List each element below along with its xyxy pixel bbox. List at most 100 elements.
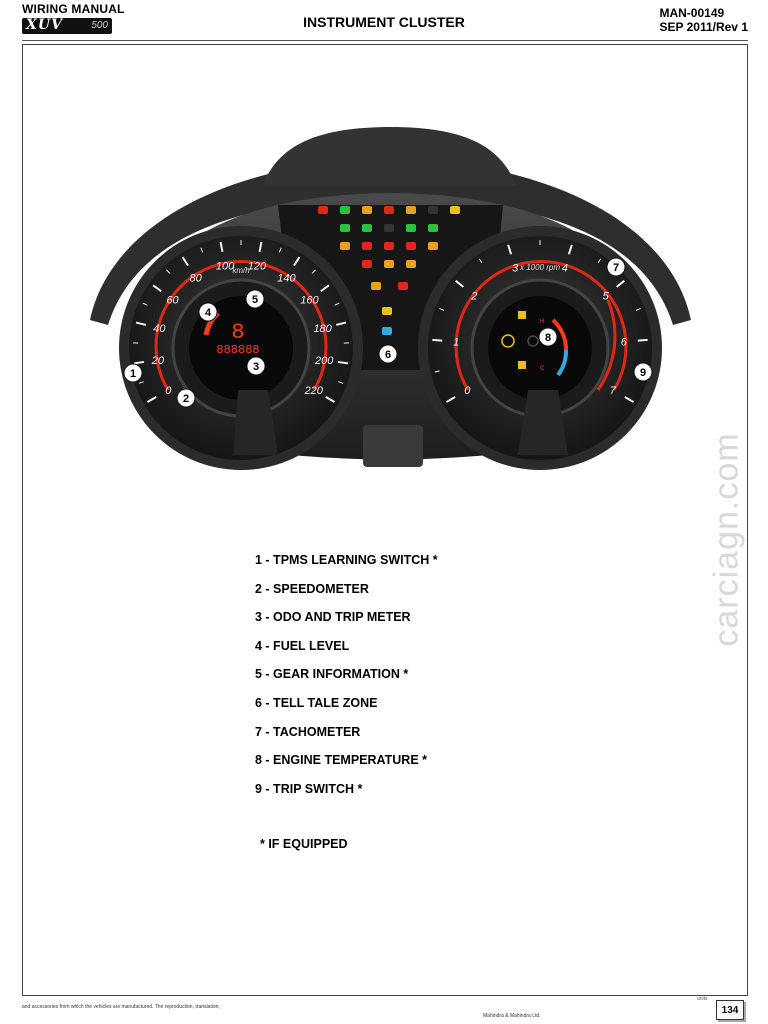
- filter-lamp-icon: [450, 206, 460, 214]
- callout-circle: [123, 363, 143, 383]
- tacho-label: 7: [610, 385, 617, 397]
- tacho-unit: x 1000 rpm: [519, 263, 560, 272]
- esp-lamp-icon: [406, 260, 416, 268]
- speedo-label: 220: [304, 385, 324, 397]
- speedometer-ticks: [133, 240, 349, 403]
- callout-number: 8: [545, 332, 551, 344]
- tacho-label: 1: [453, 337, 459, 349]
- speedo-tick: [181, 256, 189, 267]
- watermark-text: carciagn.com: [707, 432, 746, 647]
- seatbelt-lamp-icon: [318, 206, 328, 214]
- speedo-tick: [325, 396, 336, 403]
- page-title: INSTRUMENT CLUSTER: [303, 14, 465, 30]
- glow-plug-icon: [340, 242, 350, 250]
- speedo-tick: [278, 247, 282, 253]
- immobilizer-icon: [398, 282, 408, 290]
- fog-lamp-icon: [406, 206, 416, 214]
- speedo-label: 160: [300, 294, 319, 306]
- legend-item: 5 - GEAR INFORMATION *: [255, 667, 409, 682]
- component-legend: 1 - TPMS LEARNING SWITCH * 2 - SPEEDOMET…: [255, 552, 438, 809]
- footer-copyright: and accessories from which the vehicles …: [22, 1004, 220, 1010]
- blank-lamp-icon: [384, 224, 394, 232]
- legend-item: 3 - ODO AND TRIP METER: [255, 610, 411, 625]
- speedo-tick: [138, 381, 144, 384]
- odo-display: 888888: [216, 343, 259, 357]
- tacho-label: 0: [464, 385, 471, 397]
- speedo-tick: [336, 321, 347, 326]
- speedo-tick: [334, 302, 340, 306]
- callout-circle: [245, 289, 265, 309]
- legend-item: 2 - SPEEDOMETER: [255, 581, 369, 596]
- fuel-bar: [203, 311, 220, 336]
- tell-tale-icons: [318, 206, 460, 335]
- callout-circle: [538, 327, 558, 347]
- tacho-label: 6: [621, 337, 628, 349]
- legend-item: 1 - TPMS LEARNING SWITCH *: [255, 553, 438, 567]
- blank-lamp-icon: [428, 206, 438, 214]
- legend-item: 7 - TACHOMETER: [255, 724, 361, 739]
- callout-circle: [633, 362, 653, 382]
- position-lamp-icon: [340, 206, 350, 214]
- header-divider: [22, 40, 748, 41]
- speedo-label: 40: [153, 323, 166, 335]
- temp-h-label: H: [540, 319, 544, 325]
- hood-shape: [90, 157, 691, 325]
- speedo-tick: [311, 269, 316, 274]
- callout-number: 7: [613, 262, 619, 274]
- seatbelt-warning-icon: [518, 311, 526, 319]
- legend-item: 9 - TRIP SWITCH *: [255, 781, 363, 796]
- charge-lamp-icon: [362, 260, 372, 268]
- speedo-tick: [135, 321, 146, 326]
- callout-number: 6: [385, 349, 391, 361]
- legend-item: 4 - FUEL LEVEL: [255, 638, 350, 653]
- speedo-label: 200: [314, 355, 334, 367]
- engine-check-icon: [382, 307, 392, 315]
- callout-circle: [606, 257, 626, 277]
- speedo-label: 80: [189, 272, 202, 284]
- tacho-tick: [432, 338, 443, 342]
- tacho-tick: [567, 244, 573, 255]
- tacho-tick: [454, 279, 465, 288]
- abs-lamp-icon: [428, 242, 438, 250]
- tacho-label: 4: [562, 263, 568, 275]
- speedo-label: 20: [151, 355, 165, 367]
- tacho-tick: [434, 370, 440, 373]
- tacho-tick: [637, 338, 648, 342]
- oil-lamp-icon: [406, 242, 416, 250]
- speedo-tick: [219, 241, 224, 252]
- speedo-label: 140: [277, 272, 296, 284]
- tacho-tick: [439, 308, 445, 311]
- content-frame: [22, 44, 748, 996]
- tacho-tick: [445, 396, 456, 403]
- temp-cold-bar: [556, 349, 569, 377]
- tacho-tick: [624, 396, 635, 403]
- defrost-lamp-icon: [362, 206, 372, 214]
- speedo-tick: [142, 302, 148, 306]
- equipment-note: * IF EQUIPPED: [260, 837, 348, 851]
- speedo-label: 0: [165, 385, 172, 397]
- speedo-tick: [337, 360, 349, 365]
- callout-circle: [378, 344, 398, 364]
- tachometer-ticks: [432, 240, 648, 403]
- center-tab: [363, 425, 423, 467]
- speedo-tick: [152, 284, 162, 292]
- watermark: carciagn.com: [690, 420, 768, 660]
- battery-lamp-icon: [384, 242, 394, 250]
- tacho-tick: [615, 279, 626, 288]
- doc-revision: SEP 2011/Rev 1: [659, 20, 748, 34]
- callout-number: 3: [253, 361, 259, 373]
- tacho-label: 2: [470, 291, 477, 303]
- speedo-tick: [133, 360, 145, 365]
- doc-info: MAN-00149 SEP 2011/Rev 1: [659, 6, 748, 34]
- speedo-tick: [338, 381, 344, 384]
- hood-top: [263, 127, 516, 185]
- speedo-tick: [166, 269, 171, 274]
- callout-number: 2: [183, 393, 189, 405]
- airbag-warning-icon: [518, 361, 526, 369]
- callout-circle: [246, 356, 266, 376]
- high-beam-icon: [382, 327, 392, 335]
